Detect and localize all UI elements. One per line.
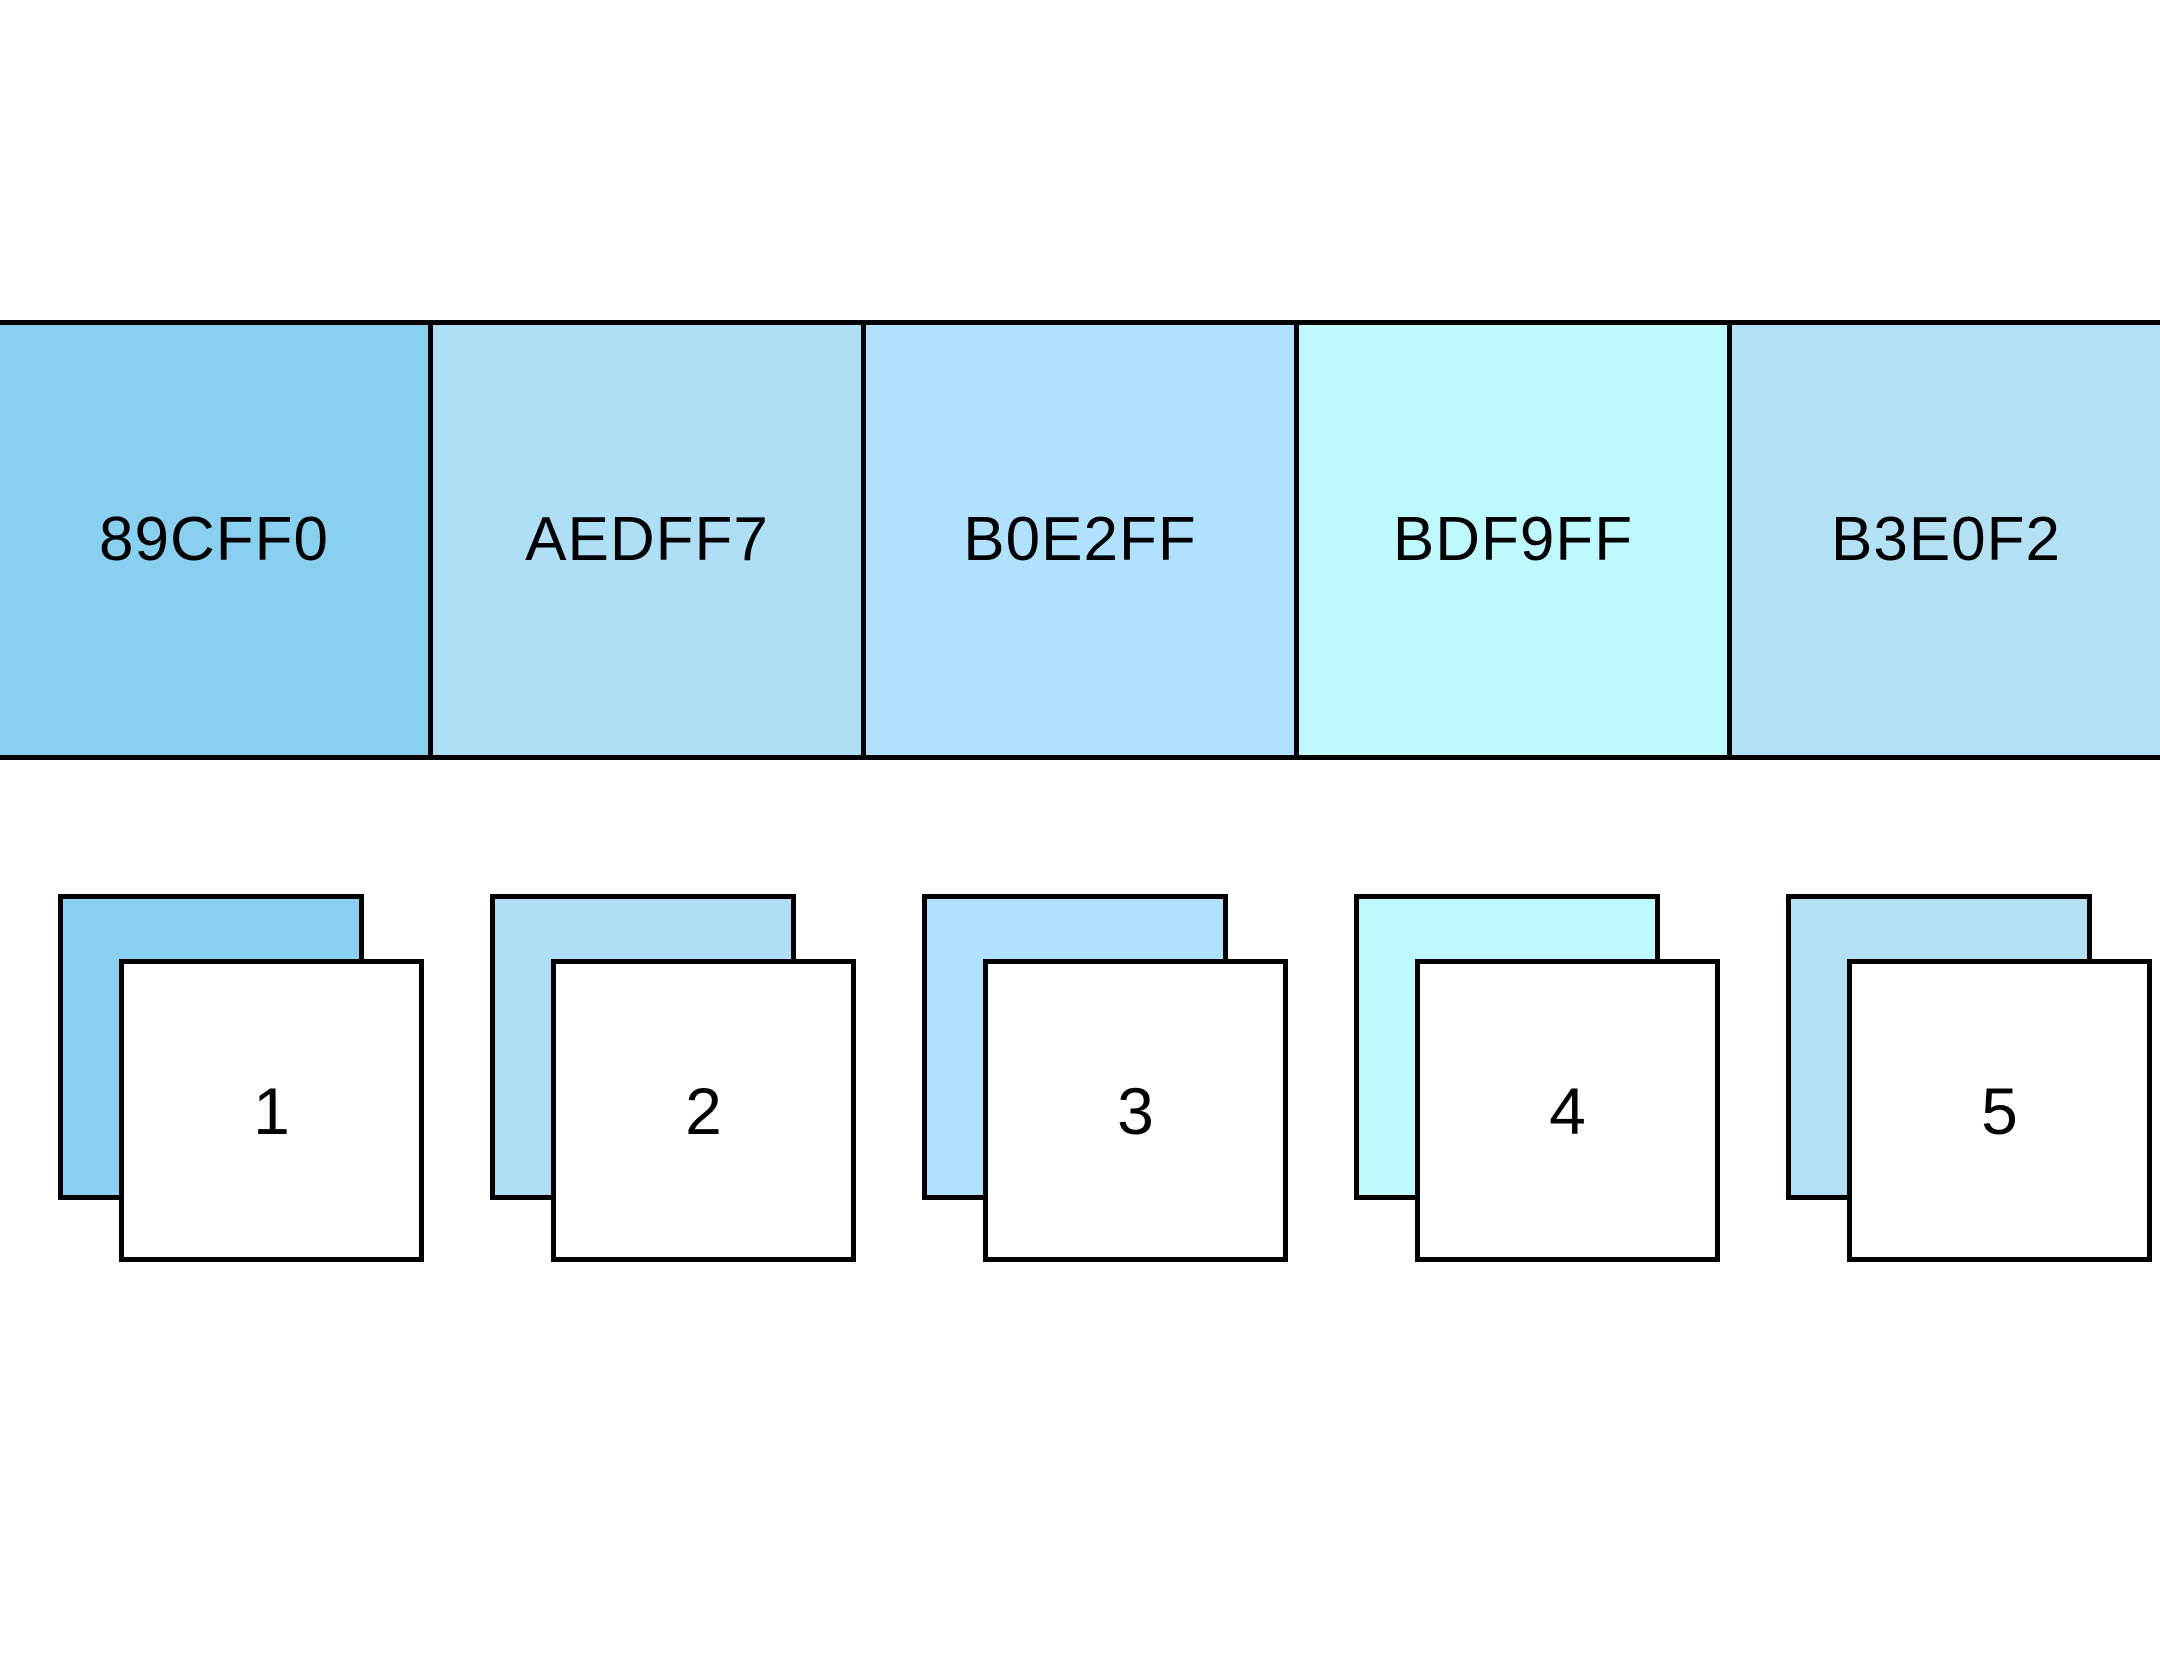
card-stack-index-label: 4 xyxy=(1549,1073,1586,1148)
card-stack-front-card[interactable]: 5 xyxy=(1847,959,2152,1262)
swatch-hex-label: 89CFF0 xyxy=(99,505,329,574)
palette-swatch[interactable]: BDF9FF xyxy=(1299,325,1732,755)
palette-swatch[interactable]: AEDFF7 xyxy=(433,325,866,755)
card-stack-front-card[interactable]: 3 xyxy=(983,959,1288,1262)
palette-swatch[interactable]: 89CFF0 xyxy=(0,325,433,755)
card-stack-front-card[interactable]: 2 xyxy=(551,959,856,1262)
card-stack[interactable]: 4 xyxy=(1354,894,1726,1274)
palette-swatch[interactable]: B0E2FF xyxy=(866,325,1299,755)
card-stack-index-label: 2 xyxy=(685,1073,722,1148)
card-stack-index-label: 5 xyxy=(1981,1073,2018,1148)
swatch-hex-label: B3E0F2 xyxy=(1830,505,2062,574)
card-stack[interactable]: 5 xyxy=(1786,894,2158,1274)
card-stack-front-card[interactable]: 1 xyxy=(119,959,424,1262)
palette-swatch[interactable]: B3E0F2 xyxy=(1732,325,2160,755)
palette-swatch-bar: 89CFF0 AEDFF7 B0E2FF BDF9FF B3E0F2 xyxy=(0,320,2160,760)
card-stack[interactable]: 3 xyxy=(922,894,1294,1274)
card-stack[interactable]: 2 xyxy=(490,894,862,1274)
card-stack-index-label: 3 xyxy=(1117,1073,1154,1148)
card-stack-front-card[interactable]: 4 xyxy=(1415,959,1720,1262)
swatch-hex-label: AEDFF7 xyxy=(525,505,769,574)
swatch-hex-label: BDF9FF xyxy=(1392,505,1634,574)
card-stack-row: 1 2 3 4 5 xyxy=(0,894,2160,1274)
card-stack[interactable]: 1 xyxy=(58,894,430,1274)
swatch-hex-label: B0E2FF xyxy=(963,505,1197,574)
card-stack-index-label: 1 xyxy=(253,1073,290,1148)
